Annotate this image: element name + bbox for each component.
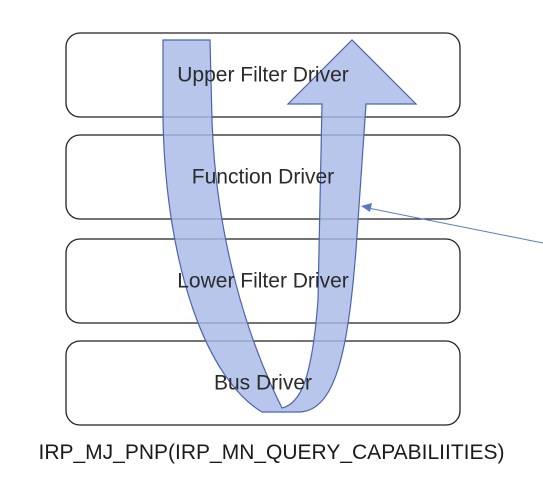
pointer-arrowhead [361, 203, 372, 212]
irp-flow-u-arrow [162, 39, 418, 413]
layer-label-lower-filter: Lower Filter Driver [177, 270, 349, 293]
layer-lower-filter [65, 238, 461, 324]
pointer-line [367, 207, 543, 244]
layer-label-function: Function Driver [192, 166, 334, 189]
irp-caption: IRP_MJ_PNP(IRP_MN_QUERY_CAPABILIITIES) [38, 441, 505, 464]
layer-label-bus: Bus Driver [214, 372, 312, 395]
layer-label-upper-filter: Upper Filter Driver [177, 64, 349, 87]
layer-box-lower-filter [65, 238, 461, 324]
pointer-arrow [361, 203, 543, 244]
